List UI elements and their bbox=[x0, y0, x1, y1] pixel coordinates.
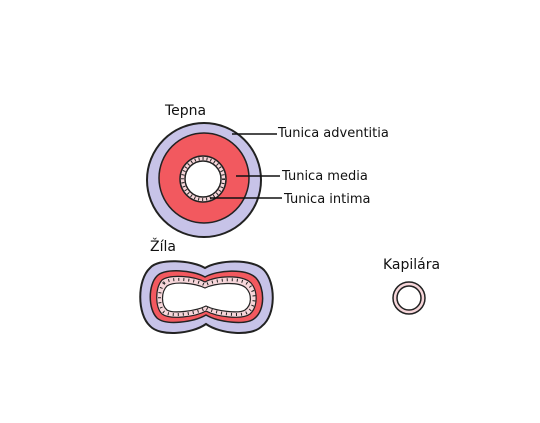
media-label: Tunica media bbox=[282, 169, 368, 184]
adventitia-label: Tunica adventitia bbox=[278, 126, 389, 141]
artery-title: Tepna bbox=[165, 103, 207, 119]
artery-intima-ticks bbox=[181, 157, 225, 201]
intima-label: Tunica intima bbox=[284, 192, 371, 207]
vein-title: Žíla bbox=[150, 239, 176, 255]
capillary-title: Kapilára bbox=[383, 257, 441, 273]
capillary-lumen bbox=[396, 285, 422, 311]
vein-cross-section bbox=[139, 260, 274, 334]
vein-lumen bbox=[161, 282, 251, 313]
artery-lumen bbox=[184, 160, 222, 198]
capillary-cross-section bbox=[392, 281, 426, 315]
artery-cross-section bbox=[146, 122, 282, 238]
